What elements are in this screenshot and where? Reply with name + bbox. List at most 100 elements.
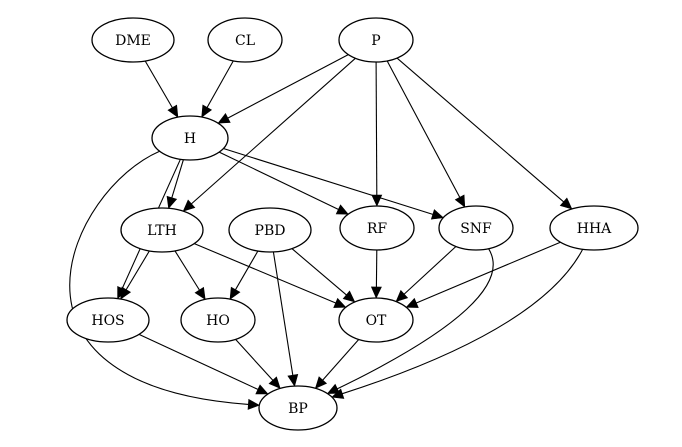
- edge-line: [235, 250, 259, 290]
- node-label: PBD: [255, 223, 286, 239]
- edge-pbd-to-bp: [272, 251, 299, 387]
- arrowhead-icon: [166, 195, 178, 209]
- node-ellipse: [228, 207, 312, 253]
- arrowhead-icon: [182, 199, 196, 212]
- edge-line: [337, 248, 494, 390]
- node-ellipse: [207, 17, 283, 63]
- arrowhead-icon: [331, 388, 345, 399]
- node-ot: OT: [338, 297, 414, 343]
- node-ellipse: [339, 205, 415, 251]
- node-ho: HO: [180, 297, 256, 343]
- edge-line: [174, 250, 200, 291]
- edge-ho-to-bp: [235, 339, 281, 389]
- arrowhead-icon: [120, 286, 132, 300]
- node-ellipse: [258, 385, 338, 431]
- node-ellipse: [120, 207, 204, 253]
- node-label: HHA: [577, 221, 612, 237]
- arrowhead-icon: [217, 113, 231, 124]
- node-hha: HHA: [549, 205, 639, 251]
- node-rf: RF: [339, 205, 415, 251]
- edge-dme-to-h: [144, 60, 179, 118]
- arrowhead-icon: [247, 398, 261, 410]
- arrowhead-icon: [287, 374, 299, 387]
- edge-cl-to-h: [201, 60, 234, 118]
- arrowhead-icon: [370, 286, 382, 299]
- node-label: H: [184, 131, 196, 147]
- edge-line: [218, 151, 339, 210]
- arrowhead-icon: [454, 194, 466, 208]
- node-label: SNF: [460, 221, 492, 237]
- node-label: HOS: [91, 313, 124, 329]
- edge-line: [144, 60, 173, 108]
- arrowhead-icon: [326, 383, 341, 394]
- node-lth: LTH: [120, 207, 204, 253]
- edge-pbd-to-ho: [229, 250, 259, 300]
- arrowhead-icon: [167, 104, 179, 118]
- node-h: H: [151, 115, 229, 161]
- node-label: HO: [206, 313, 230, 329]
- edge-snf-to-ot: [395, 246, 457, 302]
- edge-line: [171, 159, 184, 198]
- node-pbd: PBD: [228, 207, 312, 253]
- arrowhead-icon: [229, 286, 241, 300]
- edge-lth-to-hos: [120, 250, 150, 300]
- edge-line: [125, 250, 150, 290]
- node-ellipse: [549, 205, 639, 251]
- edge-line: [342, 249, 584, 395]
- node-layer: DME CL P H LTH PBD RF SNF HHA HOS HO OT BP: [66, 17, 639, 431]
- node-ellipse: [338, 297, 414, 343]
- edge-lth-to-ho: [174, 250, 206, 301]
- edge-line: [291, 248, 347, 296]
- edge-line: [272, 251, 294, 376]
- edge-p-to-hha: [396, 57, 573, 210]
- edge-h-to-lth: [166, 159, 184, 209]
- arrowhead-icon: [201, 104, 213, 118]
- arrowhead-icon: [268, 376, 281, 389]
- edge-lth-to-ot: [194, 243, 347, 308]
- edge-hha-to-bp: [331, 249, 584, 399]
- edge-h-to-rf: [218, 151, 349, 215]
- arrowhead-icon: [194, 286, 206, 301]
- edge-line: [386, 60, 461, 198]
- node-label: DME: [115, 33, 151, 49]
- arrowhead-icon: [430, 209, 444, 220]
- node-hos: HOS: [66, 297, 150, 343]
- node-label: LTH: [147, 223, 177, 239]
- edge-line: [223, 147, 433, 215]
- arrowhead-icon: [255, 384, 269, 395]
- edge-ot-to-bp: [314, 339, 360, 389]
- arrowhead-icon: [314, 376, 328, 389]
- node-dme: DME: [91, 17, 175, 63]
- arrowhead-icon: [342, 290, 356, 303]
- edge-hos-to-bp: [138, 333, 269, 395]
- arrowhead-icon: [335, 204, 349, 215]
- edge-line: [191, 57, 356, 205]
- node-label: BP: [288, 401, 308, 417]
- edge-line: [416, 241, 561, 304]
- edge-line: [206, 60, 234, 108]
- node-ellipse: [91, 17, 175, 63]
- edge-p-to-lth: [182, 57, 356, 212]
- node-cl: CL: [207, 17, 283, 63]
- edge-p-to-h: [217, 54, 349, 124]
- node-snf: SNF: [438, 205, 514, 251]
- edge-line: [69, 150, 249, 405]
- node-ellipse: [438, 205, 514, 251]
- arrowhead-icon: [333, 297, 347, 308]
- edge-line: [396, 57, 564, 203]
- edge-pbd-to-ot: [291, 248, 356, 303]
- edge-line: [235, 339, 274, 381]
- edge-p-to-snf: [386, 60, 466, 208]
- node-label: P: [371, 33, 380, 49]
- node-label: RF: [367, 221, 388, 237]
- edge-line: [375, 61, 378, 196]
- edge-line: [194, 243, 336, 304]
- edge-rf-to-ot: [370, 249, 382, 299]
- edge-h-to-bp: [69, 150, 261, 410]
- edge-line: [403, 246, 457, 295]
- edge-snf-to-bp: [326, 248, 494, 394]
- arrowhead-icon: [395, 289, 409, 302]
- node-bp: BP: [258, 385, 338, 431]
- arrowhead-icon: [405, 297, 419, 308]
